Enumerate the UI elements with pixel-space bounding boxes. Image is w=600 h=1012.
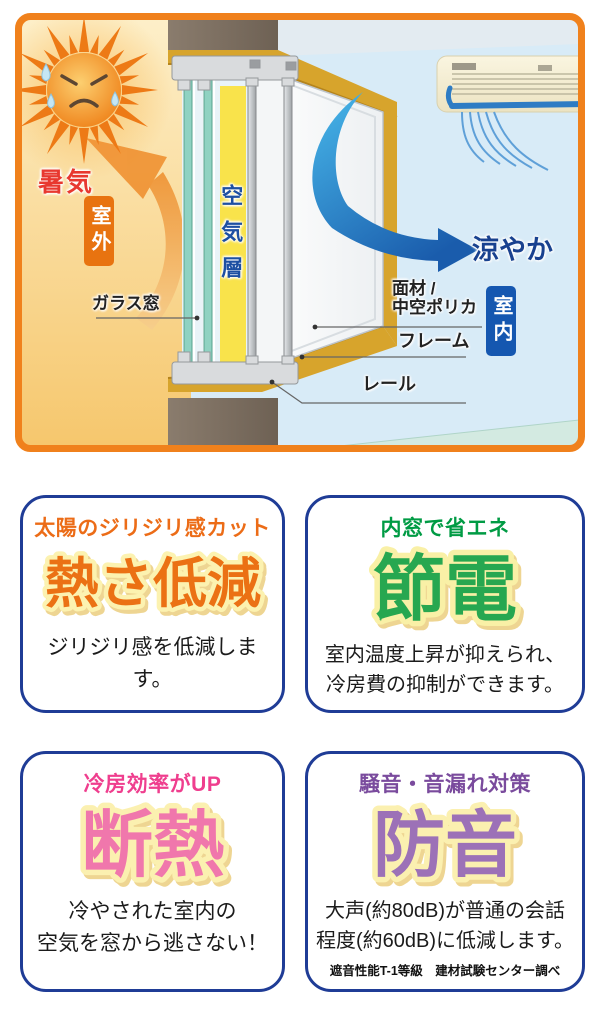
card-desc-line1: 冷やされた室内の [68, 900, 237, 923]
label-face-material-line1: 面材 / [392, 279, 436, 298]
wall-section-bottom [168, 398, 278, 446]
air-layer-band [220, 86, 246, 362]
benefit-card-power-saving: 内窓で省エネ 節電 室内温度上昇が抑えられ、 冷房費の抑制ができます。 [305, 495, 585, 713]
label-glass-window: ガラス窓 [92, 294, 160, 313]
label-cool: 涼やか [472, 235, 553, 265]
card-description: 大声(約80dB)が普通の会話 程度(約60dB)に低減します。 [314, 896, 576, 956]
ceiling [278, 20, 578, 56]
label-air-layer: 空気層 [218, 184, 244, 292]
card-description: 室内温度上昇が抑えられ、 冷房費の抑制ができます。 [314, 640, 576, 700]
sweat-drops [41, 62, 119, 109]
warm-air-arrow-icon [86, 138, 185, 330]
indoor-badge: 室内 [486, 286, 516, 356]
card-big-word-art: 防音 [367, 801, 522, 889]
card-description: ジリジリ感を低減します。 [29, 632, 276, 695]
card-subtitle: 騒音・音漏れ対策 [359, 773, 531, 796]
label-heat: 暑気 [38, 167, 95, 197]
outdoor-badge: 室外 [84, 196, 114, 266]
card-desc-line2: 冷房費の抑制ができます。 [326, 674, 564, 696]
angry-sun-icon [22, 20, 158, 164]
diagram-border [15, 13, 585, 452]
benefit-card-heat-reduction: 太陽のジリジリ感カット 熱さ低減 ジリジリ感を低減します。 [20, 495, 285, 713]
card-desc-line2: 空気を窓から逃さない！ [37, 931, 268, 955]
label-face-material: 面材 / 中空ポリカ [392, 279, 477, 317]
air-conditioner-icon [436, 55, 578, 171]
window-cross-section-art [15, 13, 585, 452]
floor [339, 419, 578, 446]
leader-lines [96, 317, 482, 404]
card-big-word-art: 熱さ低減 [40, 550, 265, 619]
card-description: 冷やされた室内の 空気を窓から逃さない！ [29, 896, 276, 959]
sun-angry-face [60, 74, 108, 108]
window-cross-section-diagram: 暑気 室外 空気層 ガラス窓 面材 / 中空ポリカ フレーム レール 涼やか 室… [0, 0, 600, 465]
card-subtitle: 冷房効率がUP [83, 773, 222, 796]
sun-rays [22, 20, 158, 164]
card-big-word: 節電 [373, 550, 517, 630]
card-big-word: 防音 [373, 806, 517, 886]
label-frame: フレーム [398, 331, 470, 351]
card-big-word-art: 節電 [367, 545, 522, 633]
wall-section-top [168, 20, 278, 54]
ac-airflow-lines [461, 111, 549, 171]
sash-hardware [171, 55, 299, 385]
leader-dots [194, 315, 318, 385]
card-footnote: 遮音性能T-1等級 建材試験センター調べ [329, 964, 561, 978]
card-desc-line1: ジリジリ感を低減します。 [47, 636, 258, 691]
card-big-word: 断熱 [80, 806, 224, 886]
card-big-word-art: 断熱 [75, 801, 230, 889]
inner-window-rails-section [247, 65, 293, 373]
label-face-material-line2: 中空ポリカ [392, 297, 477, 317]
card-desc-line1: 大声(約80dB)が普通の会話 [324, 900, 566, 922]
benefit-card-insulation: 冷房効率がUP 断熱 冷やされた室内の 空気を窓から逃さない！ [20, 751, 285, 992]
card-subtitle: 内窓で省エネ [380, 517, 510, 540]
card-big-word: 熱さ低減 [45, 554, 261, 614]
card-desc-line2: 程度(約60dB)に低減します。 [315, 930, 575, 952]
card-subtitle: 太陽のジリジリ感カット [34, 517, 271, 540]
label-rail: レール [362, 374, 416, 394]
benefit-card-soundproofing: 騒音・音漏れ対策 防音 大声(約80dB)が普通の会話 程度(約60dB)に低減… [305, 751, 585, 992]
cool-air-arrow-icon [312, 92, 478, 272]
card-desc-line1: 室内温度上昇が抑えられ、 [324, 644, 566, 666]
